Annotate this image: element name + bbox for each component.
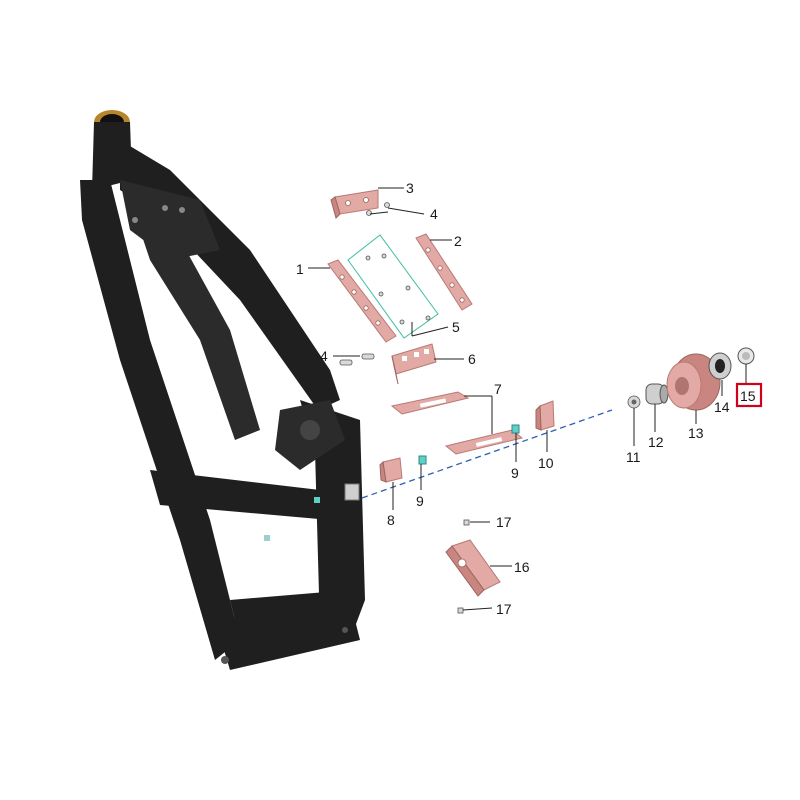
callout-17-lower: 17: [496, 601, 512, 617]
part-1-side-plate: [327, 259, 397, 343]
callout-11: 11: [626, 449, 641, 465]
callout-1: 1: [296, 261, 304, 277]
bolt-set-outline: [347, 234, 439, 339]
part-4-bolts-middle: [339, 353, 375, 366]
part-15-bushing: [737, 347, 755, 365]
leader-lines: [308, 187, 747, 611]
callout-5: 5: [452, 319, 460, 335]
part-8-block: [379, 457, 403, 483]
part-12-spacer: [645, 383, 669, 405]
callout-2: 2: [454, 233, 462, 249]
part-17-screws: [457, 519, 470, 614]
part-5-bolt-set: [347, 234, 439, 339]
part-3-bracket: [330, 189, 379, 219]
callout-labels: 3 4 2 1 5 4 6 7 8 9 9 10 11 12 13 14 15 …: [296, 180, 763, 617]
part-11-axle-bolt: [627, 395, 641, 409]
callout-15: 15: [740, 388, 756, 404]
part-6-block-bracket: [391, 343, 437, 385]
callout-12: 12: [648, 434, 664, 450]
part-7-slotted-plates: [390, 391, 524, 455]
frame-bracket: [344, 483, 360, 501]
callout-8: 8: [387, 512, 395, 528]
callout-3: 3: [406, 180, 414, 196]
callout-7: 7: [494, 381, 502, 397]
callout-17-upper: 17: [496, 514, 512, 530]
part-14-bearing: [708, 352, 732, 380]
callout-9-left: 9: [416, 493, 424, 509]
callout-16: 16: [514, 559, 530, 575]
motorcycle-frame: [80, 110, 365, 670]
pivot-hole: [300, 420, 320, 440]
callout-6: 6: [468, 351, 476, 367]
callout-13: 13: [688, 425, 704, 441]
callout-4-upper: 4: [430, 206, 438, 222]
part-13-roller: [666, 353, 721, 411]
callout-14: 14: [714, 399, 730, 415]
callout-9-right: 9: [511, 465, 519, 481]
part-16-lower-bracket: [445, 539, 501, 597]
part-2-side-plate: [415, 233, 473, 311]
callout-10: 10: [538, 455, 554, 471]
callout-15-highlight: [735, 382, 763, 408]
axle-assembly-axis: [361, 409, 613, 499]
part-10-angle-bracket: [535, 400, 555, 431]
part-9-fasteners: [418, 424, 520, 465]
callout-4-middle: 4: [320, 348, 328, 364]
